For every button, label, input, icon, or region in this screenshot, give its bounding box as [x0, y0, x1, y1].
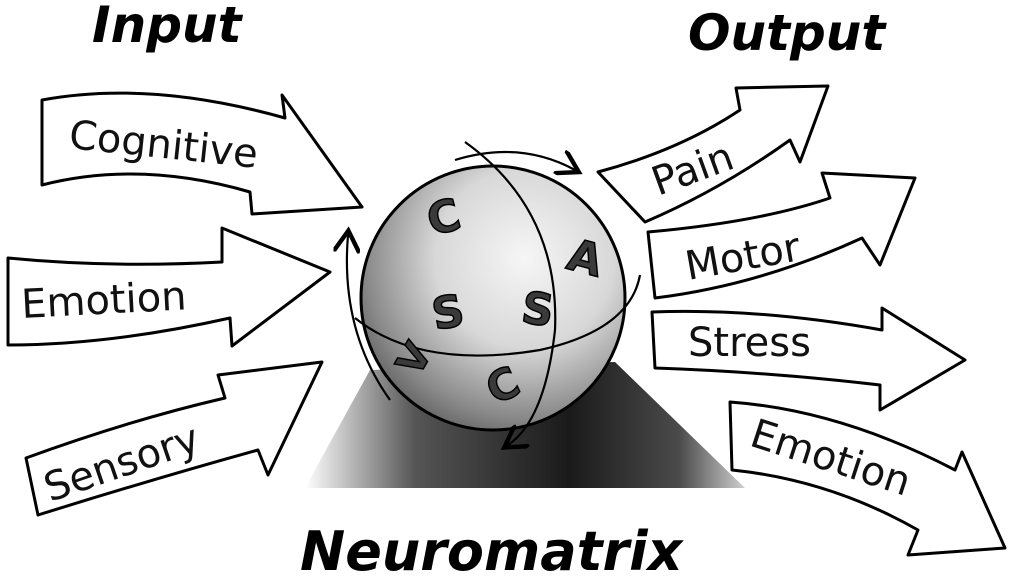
orbit-left — [347, 235, 391, 401]
input-arrow-sensory: Sensory — [24, 360, 324, 517]
output-arrow-emotion: Emotion — [728, 400, 1007, 557]
orbit-horizontal — [354, 274, 642, 357]
output-arrow-pain: Pain — [596, 84, 830, 224]
input-arrow-cognitive: Cognitive — [40, 91, 364, 216]
output-arrow-stress: Stress — [650, 306, 967, 412]
input-label-emotion: Emotion — [20, 273, 188, 328]
output-arrow-motor: Motor — [646, 171, 917, 300]
input-heading: Input — [92, 0, 244, 54]
output-label-stress: Stress — [688, 320, 811, 366]
input-arrow-emotion: Emotion — [6, 226, 332, 348]
orbit-top — [454, 152, 575, 170]
orbit-vertical — [464, 141, 557, 445]
neuromatrix-sphere: C A S S V C — [347, 141, 642, 445]
neuromatrix-heading: Neuromatrix — [300, 520, 685, 580]
sphere-glyph-3: S — [518, 282, 556, 337]
output-heading: Output — [688, 4, 887, 62]
